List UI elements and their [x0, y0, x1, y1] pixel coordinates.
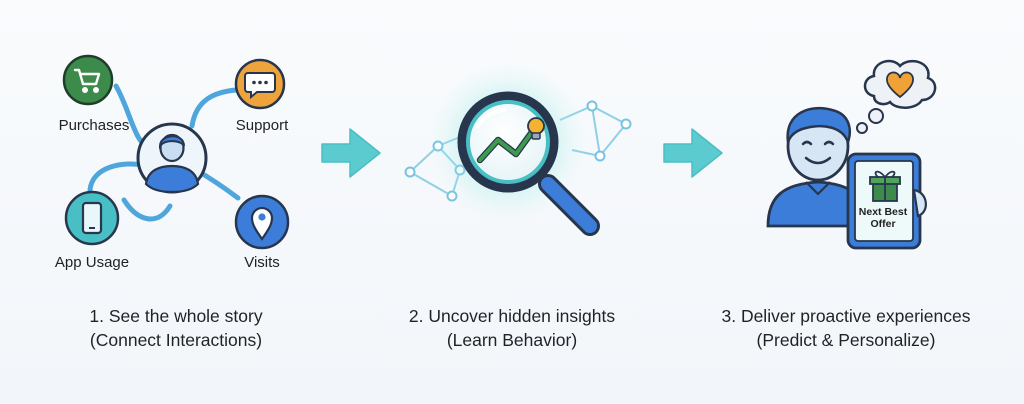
step-1-caption: 1. See the whole story (Connect Interact…: [16, 304, 336, 352]
step2-graphic: [404, 62, 632, 236]
user-avatar-icon: [144, 133, 200, 194]
step-3-caption: 3. Deliver proactive experiences (Predic…: [686, 304, 1006, 352]
visits-node: [234, 194, 290, 250]
label-purchases: Purchases: [58, 117, 130, 134]
label-app-usage: App Usage: [54, 254, 130, 271]
thought-bubble: [856, 59, 937, 134]
lightbulb-icon: [527, 117, 545, 140]
central-user-node: [136, 122, 208, 194]
location-pin-icon: [250, 206, 274, 241]
magnifier-icon: [457, 91, 600, 236]
shopping-cart-icon: [73, 68, 101, 93]
smartphone-icon: [81, 201, 103, 235]
offer-line-1: Next Best: [858, 206, 908, 218]
customer-avatar: [766, 106, 870, 228]
purchases-node: [62, 54, 114, 106]
step3-graphic: [766, 59, 937, 250]
step-2-caption: 2. Uncover hidden insights (Learn Behavi…: [352, 304, 672, 352]
gift-icon: [869, 170, 901, 202]
trend-line-icon: [476, 128, 536, 164]
step-1-subtitle: (Connect Interactions): [89, 330, 263, 350]
flow-arrow-2: [663, 128, 723, 178]
label-visits: Visits: [244, 254, 280, 271]
tablet-device: [846, 152, 927, 250]
support-node: [234, 58, 286, 110]
step-2-title: 2. Uncover hidden insights: [408, 306, 616, 326]
next-best-offer-label: Next Best Offer: [858, 206, 908, 230]
heart-icon: [886, 71, 914, 99]
app-usage-node: [64, 190, 120, 246]
offer-line-2: Offer: [870, 218, 896, 230]
step1-graphic: [62, 54, 290, 250]
chat-bubble-icon: [244, 72, 276, 100]
step-3-title: 3. Deliver proactive experiences: [721, 306, 971, 326]
step-3-subtitle: (Predict & Personalize): [756, 330, 936, 350]
flow-arrow-1: [321, 128, 381, 178]
label-support: Support: [235, 117, 289, 134]
step-2-subtitle: (Learn Behavior): [446, 330, 578, 350]
step-1-title: 1. See the whole story: [89, 306, 263, 326]
